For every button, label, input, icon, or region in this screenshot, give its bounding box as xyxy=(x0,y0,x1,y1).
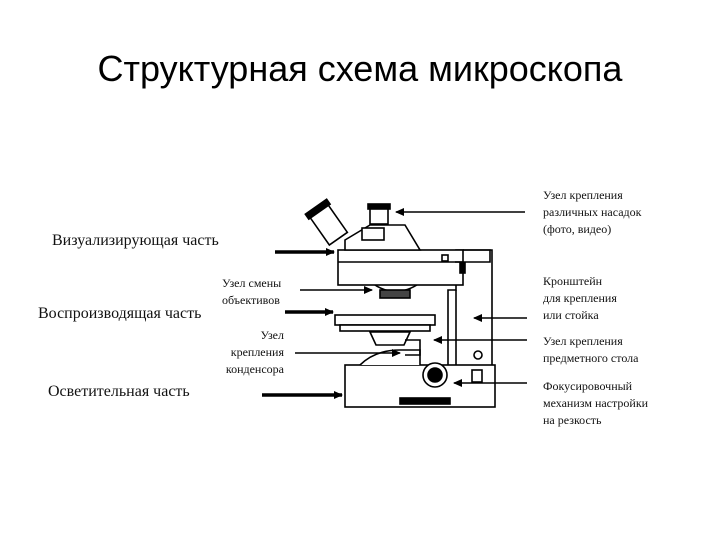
slide-title: Структурная схема микроскопа xyxy=(97,48,623,89)
label-lighting-part: Осветительная часть xyxy=(48,383,190,400)
label-focus-mechanism: Фокусировочный механизм настройки на рез… xyxy=(543,379,649,427)
microscope-illustration xyxy=(304,198,496,408)
label-condenser-mount: Узел крепления конденсора xyxy=(225,328,284,376)
stage xyxy=(334,314,436,326)
label-stage-mount: Узел крепления предметного стола xyxy=(543,334,639,365)
label-reproducing-part: Воспроизводящая часть xyxy=(38,305,202,322)
camera-port xyxy=(369,207,389,225)
label-objective-changer: Узел смены объективов xyxy=(222,276,282,307)
condenser xyxy=(368,331,412,346)
label-bracket: Кронштейн для крепления или стойка xyxy=(543,274,617,322)
microscope-base xyxy=(344,364,496,408)
label-attachment-mount: Узел крепления различных насадок (фото, … xyxy=(543,188,642,236)
label-visual-part: Визуализирующая часть xyxy=(52,232,219,249)
pointer-arrows xyxy=(262,208,527,399)
